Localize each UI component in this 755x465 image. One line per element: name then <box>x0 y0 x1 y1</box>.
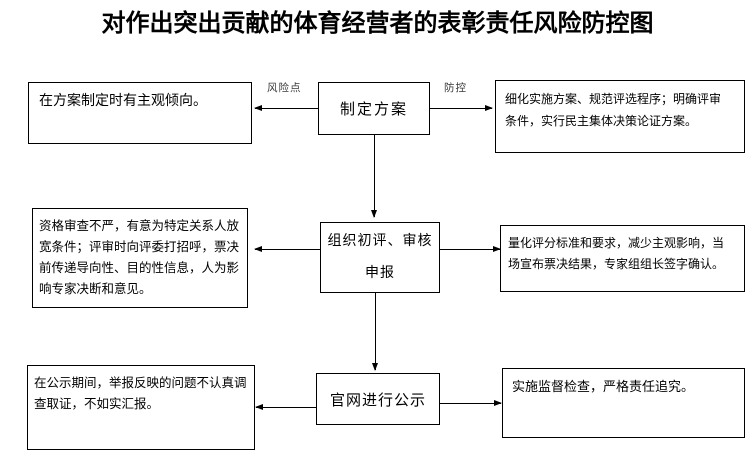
process-box-formulate-plan: 制定方案 <box>318 82 430 135</box>
arrow-flow-step2-step3-icon <box>371 293 378 371</box>
process-box-preliminary-review: 组织初评、审核 申报 <box>320 222 440 293</box>
risk-box-plan-stage: 在方案制定时有主观倾向。 <box>28 82 252 144</box>
arrow-row2-to-risk-icon <box>254 245 320 252</box>
risk-box-review-stage: 资格审查不严，有意为特定关系人放 宽条件；评审时向评委打招呼，票决 前传递导向性… <box>32 208 248 308</box>
control-box-plan-stage: 细化实施方案、规范评选程序；明确评审 条件，实行民主集体决策论证方案。 <box>495 80 745 153</box>
arrow-row3-to-risk-icon <box>255 403 316 410</box>
control-box-review-stage: 量化评分标准和要求，减少主观影响，当 场宣布票决结果，专家组组长签字确认。 <box>500 225 745 292</box>
arrow-row1-to-risk-icon <box>254 104 318 111</box>
edge-label-prevention-control: 防控 <box>444 83 467 94</box>
page-title: 对作出突出贡献的体育经营者的表彰责任风险防控图 <box>101 10 654 37</box>
control-box-publicity-stage: 实施监督检查，严格责任追究。 <box>502 368 745 438</box>
arrow-row3-to-control-icon <box>440 399 502 406</box>
arrow-row2-to-control-icon <box>440 245 501 252</box>
edge-label-risk-point: 风险点 <box>267 83 302 94</box>
process-box-website-publicity: 官网进行公示 <box>316 373 440 425</box>
risk-box-publicity-stage: 在公示期间，举报反映的问题不认真调 查取证，不如实汇报。 <box>27 365 255 450</box>
arrow-row1-to-control-icon <box>430 104 493 111</box>
arrow-flow-step1-step2-icon <box>370 135 377 218</box>
